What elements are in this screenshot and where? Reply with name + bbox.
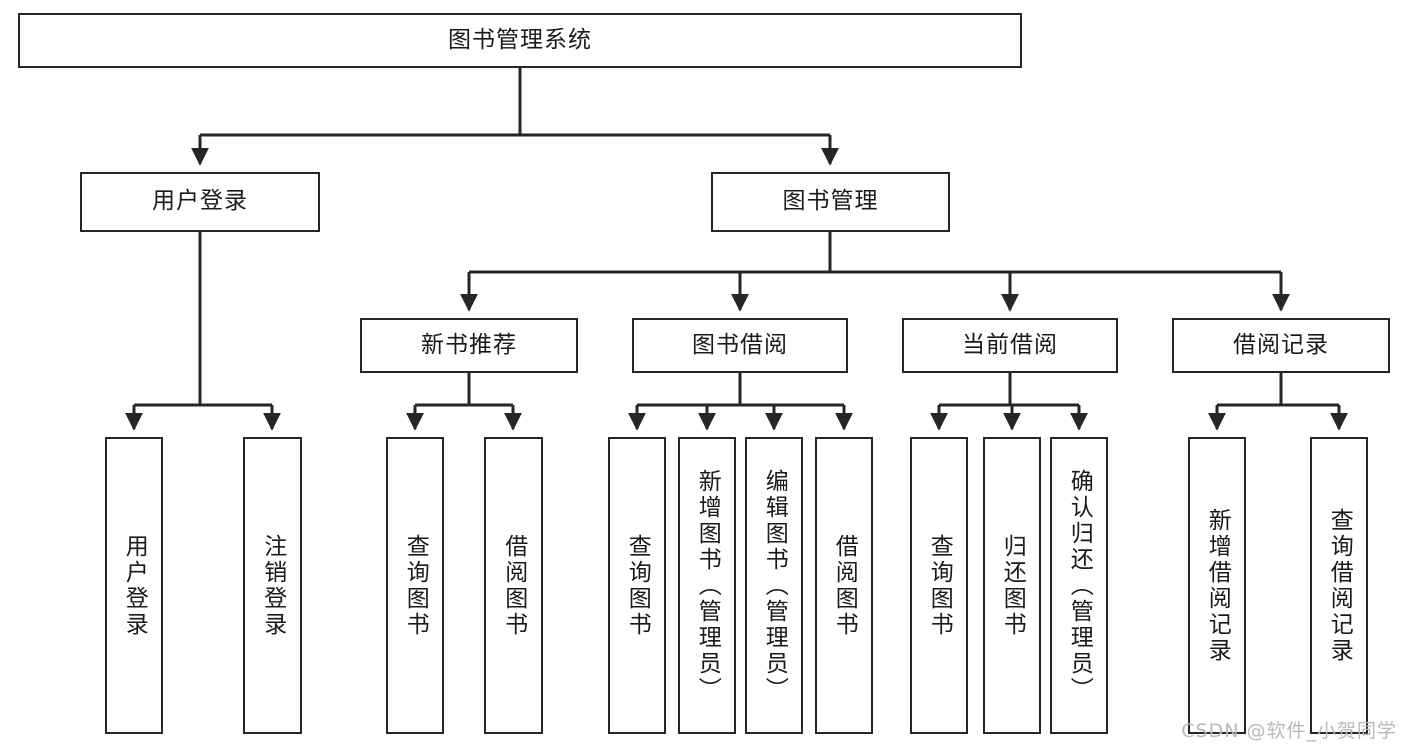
node-leaf-confirm-return-admin[interactable]: 确认归还（管理员） xyxy=(1050,437,1108,734)
node-leaf-return-book[interactable]: 归还图书 xyxy=(983,437,1041,734)
node-leaf-add-book-admin[interactable]: 新增图书（管理员） xyxy=(678,437,736,734)
node-leaf-query-borrow-record[interactable]: 查询借阅记录 xyxy=(1310,437,1368,734)
node-level2-borrow-records[interactable]: 借阅记录 xyxy=(1172,318,1390,373)
node-leaf-borrow-book[interactable]: 借阅图书 xyxy=(815,437,873,734)
node-level2-book-borrow[interactable]: 图书借阅 xyxy=(632,318,848,373)
node-leaf-query-book-recommend[interactable]: 查询图书 xyxy=(386,437,444,734)
node-root[interactable]: 图书管理系统 xyxy=(18,13,1022,68)
node-leaf-user-login[interactable]: 用户登录 xyxy=(105,437,163,734)
csdn-watermark: CSDN @软件_小贺同学 xyxy=(1181,720,1397,742)
node-leaf-add-borrow-record[interactable]: 新增借阅记录 xyxy=(1188,437,1246,734)
node-level2-current-borrow[interactable]: 当前借阅 xyxy=(902,318,1118,373)
node-leaf-borrow-book-recommend[interactable]: 借阅图书 xyxy=(484,437,543,734)
node-level1-book-management[interactable]: 图书管理 xyxy=(711,172,950,232)
node-leaf-user-logout[interactable]: 注销登录 xyxy=(243,437,302,734)
node-leaf-query-book-current[interactable]: 查询图书 xyxy=(910,437,968,734)
node-level2-new-book-recommend[interactable]: 新书推荐 xyxy=(360,318,578,373)
node-level1-user-login[interactable]: 用户登录 xyxy=(80,172,320,232)
node-leaf-edit-book-admin[interactable]: 编辑图书（管理员） xyxy=(745,437,803,734)
node-leaf-query-book-borrow[interactable]: 查询图书 xyxy=(608,437,666,734)
